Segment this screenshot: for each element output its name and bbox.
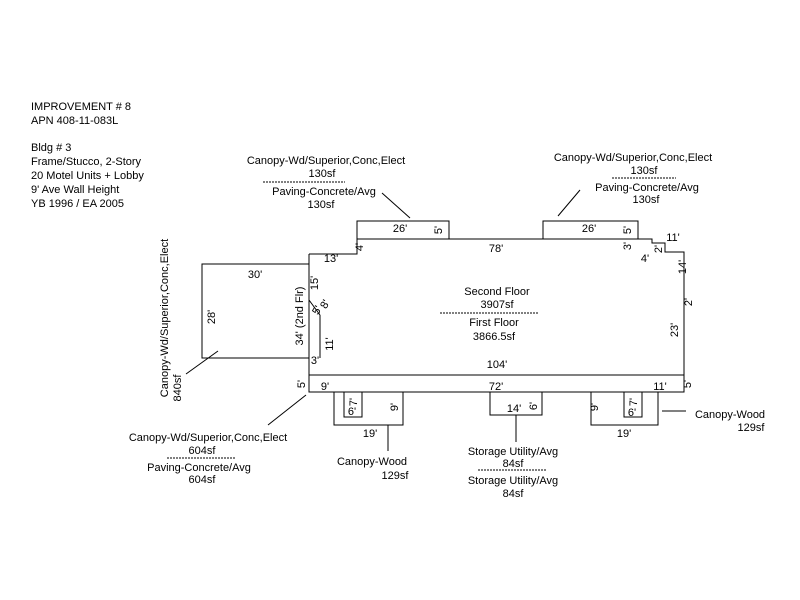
left-canopy — [201, 263, 309, 359]
dim-5-top-left: 5' — [433, 226, 445, 234]
dim-5-top-right: 5' — [622, 226, 634, 234]
dim-3-right: 3' — [622, 242, 634, 250]
leader-top-left — [381, 192, 411, 219]
dim-9-bottom: 9' — [321, 381, 329, 393]
canopy-wood-left-outline — [333, 392, 404, 426]
dim-9-right-canopy: 9' — [589, 403, 601, 411]
storage-area-1: 84sf — [503, 458, 525, 470]
top-left-canopy — [356, 220, 450, 240]
dim-2-right-top: 2' — [653, 245, 665, 253]
first-floor-area: 3866.5sf — [473, 331, 516, 343]
year-built: YB 1996 / EA 2005 — [31, 198, 124, 210]
leader-top-right — [557, 189, 581, 217]
dim-3-left: 3' — [311, 355, 319, 367]
canopy-wood-right-label: Canopy-Wood — [695, 409, 765, 421]
second-floor-label: Second Floor — [464, 286, 530, 298]
dim-9-left-canopy: 9' — [389, 403, 401, 411]
dim-19-right: 19' — [617, 428, 631, 440]
dim-11-right-top: 11' — [666, 232, 680, 244]
dim-4-right: 4' — [641, 253, 649, 265]
top-right-canopy-area: 130sf — [631, 165, 659, 177]
dim-72: 72' — [489, 381, 503, 393]
leader-left-canopy — [185, 350, 219, 375]
dim-78: 78' — [489, 243, 503, 255]
dim-30: 30' — [248, 269, 262, 281]
construction-type: Frame/Stucco, 2-Story — [31, 156, 142, 168]
property-info: IMPROVEMENT # 8 APN 408-11-083L Bldg # 3… — [31, 101, 144, 210]
dim-26-top-left: 26' — [393, 223, 407, 235]
bottom-left-paving-label: Paving-Concrete/Avg — [147, 462, 251, 474]
storage-area-2: 84sf — [503, 488, 525, 500]
dim-28: 28' — [206, 310, 218, 324]
unit-count: 20 Motel Units + Lobby — [31, 170, 144, 182]
dim-6-storage: 6' — [528, 402, 540, 410]
dim-11-bottom: 11' — [653, 381, 667, 393]
top-right-paving-label: Paving-Concrete/Avg — [595, 182, 699, 194]
storage-label-1: Storage Utility/Avg — [468, 446, 558, 458]
dim-4-left: 4' — [354, 243, 366, 251]
dim-5-bottom-left: 5' — [296, 380, 308, 388]
top-left-canopy-label: Canopy-Wd/Superior,Conc,Elect — [247, 155, 405, 167]
top-right-canopy — [542, 220, 639, 240]
dim-15: 15' — [309, 276, 321, 290]
wall-height: 9' Ave Wall Height — [31, 184, 119, 196]
dim-23: 23' — [669, 323, 681, 337]
storage-inner-left — [343, 392, 363, 418]
leader-bottom-left — [267, 394, 307, 426]
building-number: Bldg # 3 — [31, 142, 71, 154]
bottom-left-paving-area: 604sf — [189, 474, 217, 486]
top-right-paving-area: 130sf — [633, 194, 661, 206]
dim-26-top-right: 26' — [582, 223, 596, 235]
bottom-left-canopy-label: Canopy-Wd/Superior,Conc,Elect — [129, 432, 287, 444]
canopy-wood-right-area: 129sf — [738, 422, 766, 434]
dim-6-right: 6' — [628, 407, 636, 419]
left-canopy-area: 840sf — [172, 374, 184, 402]
canopy-wood-left-area: 129sf — [382, 470, 410, 482]
storage-inner-right — [623, 392, 643, 418]
top-left-paving-area: 130sf — [308, 199, 336, 211]
dim-34-2nd-flr: 34' (2nd Flr) — [294, 287, 306, 346]
first-floor-outline — [308, 375, 685, 393]
dim-7-right: 7' — [628, 398, 640, 406]
apn-number: APN 408-11-083L — [31, 115, 118, 127]
dim-13: 13' — [324, 253, 338, 265]
second-floor-area: 3907sf — [480, 299, 514, 311]
top-left-canopy-area: 130sf — [309, 168, 337, 180]
dim-5-bottom-right: 5' — [682, 380, 694, 388]
dim-19-left: 19' — [363, 428, 377, 440]
dim-11-left: 11' — [324, 337, 336, 351]
dim-14-right: 14' — [677, 260, 689, 274]
canopy-wood-right-outline — [590, 392, 659, 426]
dim-14-storage: 14' — [507, 403, 521, 415]
dim-2-right: 2' — [683, 298, 695, 306]
canopy-wood-left-label: Canopy-Wood — [337, 456, 407, 468]
first-floor-label: First Floor — [469, 317, 519, 329]
improvement-number: IMPROVEMENT # 8 — [31, 101, 131, 113]
dim-104: 104' — [487, 359, 507, 371]
left-canopy-label: Canopy-Wd/Superior,Conc,Elect — [159, 239, 171, 397]
top-left-paving-label: Paving-Concrete/Avg — [272, 186, 376, 198]
top-right-canopy-label: Canopy-Wd/Superior,Conc,Elect — [554, 152, 712, 164]
storage-label-2: Storage Utility/Avg — [468, 475, 558, 487]
dim-7-left: 7' — [348, 398, 360, 406]
wall-jog — [308, 299, 321, 316]
dim-6-left: 6' — [348, 406, 356, 418]
bottom-left-canopy-area: 604sf — [189, 445, 217, 457]
